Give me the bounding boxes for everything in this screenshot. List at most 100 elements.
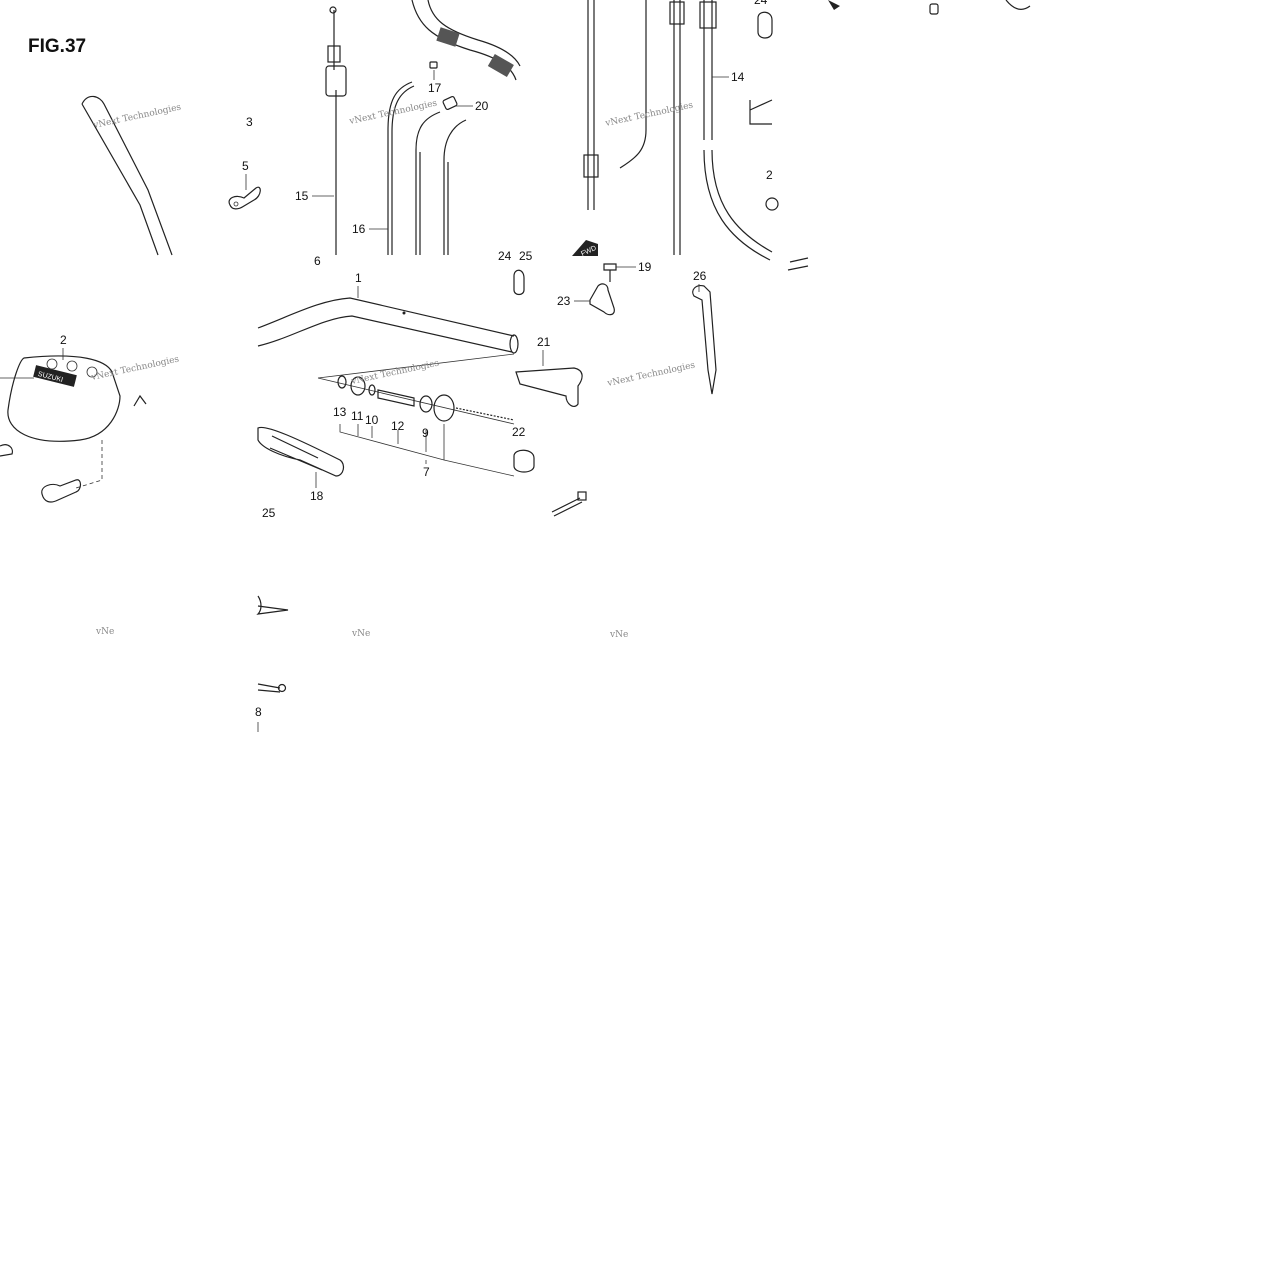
- cover-left-edge-part: [0, 444, 13, 457]
- callout-25-lower: 25: [262, 506, 276, 520]
- bracket-5: [228, 186, 261, 210]
- center-panel: vNext Technologies vNext Technologies vN…: [95, 263, 717, 732]
- callout-22: 22: [512, 425, 526, 439]
- mask-right: [1032, 0, 1285, 740]
- cable-14-adjuster: [699, 1, 717, 29]
- callout-17: 17: [428, 81, 442, 95]
- cover-panel: SUZUKI vNext Technologies: [0, 354, 181, 503]
- cable-15-nut: [327, 45, 341, 63]
- callouts: 3 5 15 16 6 17 20 14 24 2 1 2 24 25 19 2…: [60, 0, 773, 719]
- callout-1: 1: [355, 271, 362, 285]
- callout-2-right: 2: [766, 168, 773, 182]
- cover-dashed-leader: [75, 440, 103, 489]
- cable-center-3: [673, 0, 681, 255]
- cable-16: [387, 81, 415, 255]
- cover-boss-2: [66, 360, 78, 372]
- callout-26: 26: [693, 269, 707, 283]
- cable-15-end: [329, 6, 337, 14]
- arrow-marker-top: [828, 0, 840, 10]
- watermark-4: vNext Technologies: [90, 354, 181, 383]
- part-11: [350, 376, 366, 396]
- handlebar-1-hole: [402, 311, 406, 315]
- part-top-right: [929, 3, 939, 15]
- callout-20: 20: [475, 99, 489, 113]
- part-edge-right: [1005, 0, 1031, 10]
- callout-24-lower: 24: [498, 249, 512, 263]
- watermark-2: vNext Technologies: [348, 98, 439, 127]
- bracket-upper-right: [749, 99, 773, 125]
- part-9: [419, 395, 433, 413]
- part-10: [368, 384, 376, 396]
- callout-25-upper: 25: [519, 249, 533, 263]
- cover-lower-bracket: [41, 479, 82, 503]
- fragment-bolt-8-head: [277, 683, 287, 693]
- handlebar-1: [257, 297, 515, 353]
- mask-lower: [0, 740, 1285, 1285]
- handlebar-cover-2: [7, 355, 121, 442]
- fragment-arrow: [256, 595, 289, 615]
- callout-10: 10: [365, 413, 379, 427]
- grip-band-2: [487, 53, 514, 78]
- fwd-marker: FWD: [572, 240, 598, 258]
- clamp-right: [765, 197, 779, 211]
- explode-line-upper: [317, 353, 515, 379]
- callout-12: 12: [391, 419, 405, 433]
- brand-badge: [33, 365, 77, 387]
- cable-center-1-adjuster: [583, 154, 599, 178]
- callout-7: 7: [423, 465, 430, 479]
- clamp-24-upper: [757, 11, 773, 39]
- callout-3: 3: [246, 115, 253, 129]
- cover-bolt: [133, 394, 147, 407]
- part-18: [257, 426, 345, 477]
- watermark-6: vNext Technologies: [606, 360, 697, 389]
- callout-6: 6: [314, 254, 321, 268]
- cover-boss-1: [46, 358, 58, 370]
- fragment-bolt-8: [257, 683, 281, 693]
- grip-band-1: [436, 27, 460, 47]
- handlebar-1-end: [509, 334, 519, 354]
- cable-20: [443, 119, 467, 255]
- callout-15: 15: [295, 189, 309, 203]
- callout-19: 19: [638, 260, 652, 274]
- cable-lower-stub: [551, 497, 583, 517]
- bracket-23: [589, 283, 615, 316]
- cable-14: [703, 0, 773, 261]
- cable-center-2: [619, 0, 647, 169]
- part-17: [429, 61, 438, 69]
- cable-14-tip: [787, 257, 809, 271]
- clip-21: [515, 367, 583, 408]
- cable-15-adjuster: [325, 65, 347, 97]
- part-7-bracket: [339, 424, 445, 461]
- callout-13: 13: [333, 405, 347, 419]
- part-7-to-22: [443, 459, 515, 477]
- explode-line-lower: [317, 377, 515, 425]
- callout-14: 14: [731, 70, 745, 84]
- callout-18: 18: [310, 489, 324, 503]
- callout-23: 23: [557, 294, 571, 308]
- figure-title: FIG.37: [28, 36, 87, 57]
- balancer-bolt: [455, 407, 515, 421]
- cable-15: [333, 10, 337, 255]
- part-12: [377, 389, 415, 407]
- part-20: [442, 95, 458, 111]
- upper-panel: FWD vNext Technologies vNext Technologie…: [81, 0, 1031, 271]
- cable-lower-end: [577, 491, 587, 501]
- cable-16-branch: [415, 111, 441, 255]
- callout-9: 9: [422, 426, 429, 440]
- watermark-3: vNext Technologies: [604, 100, 695, 129]
- clip-24-lower: [513, 269, 525, 296]
- cable-center-1: [587, 0, 595, 210]
- callout-16: 16: [352, 222, 366, 236]
- callout-2: 2: [60, 333, 67, 347]
- part-13: [337, 375, 347, 389]
- callout-21: 21: [537, 335, 551, 349]
- callout-5: 5: [242, 159, 249, 173]
- watermark-7: vNe: [95, 627, 114, 637]
- watermark-9: vNe: [609, 630, 628, 640]
- bracket-5-hole: [233, 201, 239, 207]
- cable-center-3-adjuster: [669, 1, 685, 25]
- clamp-22: [513, 449, 535, 473]
- balancer-weight: [433, 394, 455, 422]
- callout-24-upper: 24: [754, 0, 768, 7]
